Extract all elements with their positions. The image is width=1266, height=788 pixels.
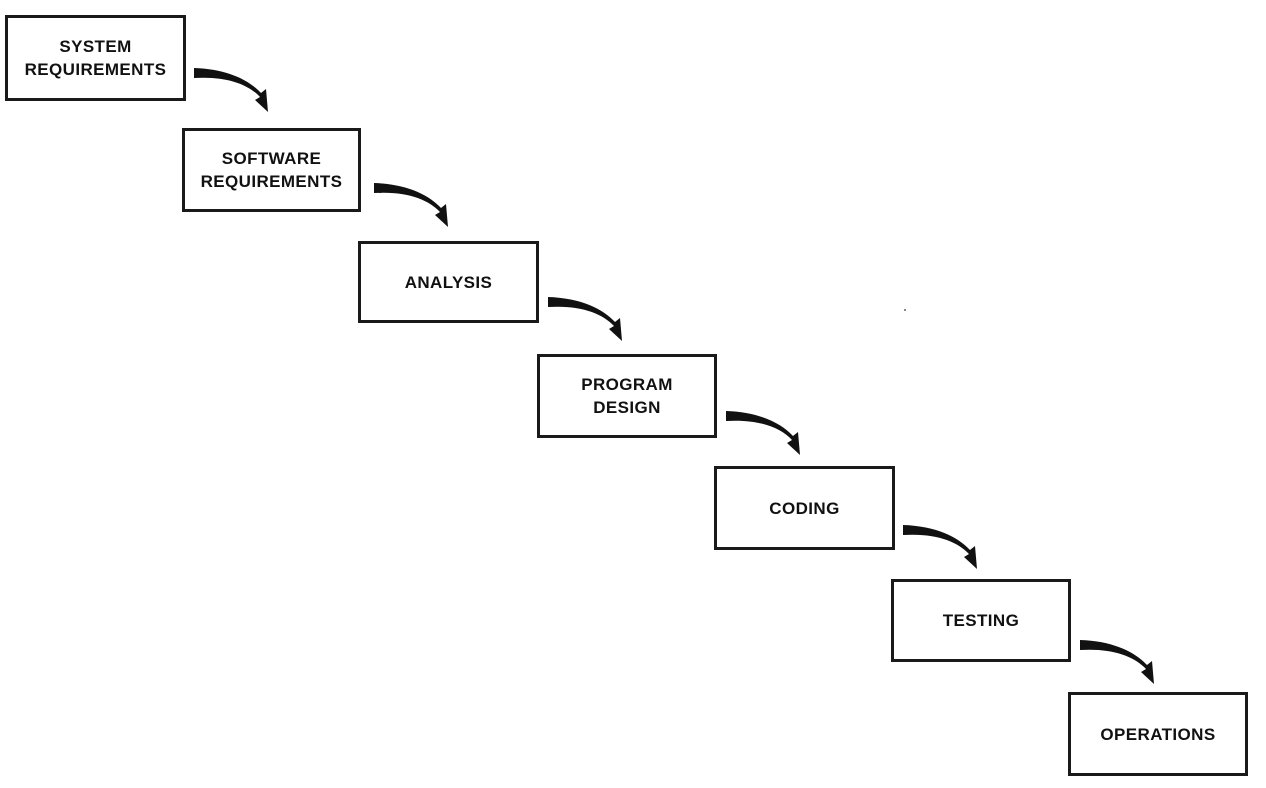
flow-arrow-icon (903, 525, 977, 569)
stage-label-line-1: CODING (769, 498, 840, 518)
stage-label-line-1: SOFTWARE (221, 149, 322, 168)
stage-label-line-1: TESTING (942, 611, 1020, 630)
flow-arrow-icon (548, 297, 622, 341)
flow-arrow-icon (194, 68, 268, 112)
flow-arrow-icon (1080, 640, 1154, 684)
stage-analysis: ANALYSIS (358, 241, 539, 323)
stage-label-line-2: REQUIREMENTS (24, 60, 167, 79)
stage-coding: CODING (714, 466, 895, 550)
stage-program-design: PROGRAM DESIGN (537, 354, 717, 438)
stage-label-line-1: PROGRAM (581, 375, 673, 394)
stage-label-line-1: ANALYSIS (404, 272, 493, 292)
stage-label-line-1: OPERATIONS (1100, 724, 1216, 744)
stage-system-requirements: SYSTEM REQUIREMENTS (5, 15, 186, 101)
flow-arrow-icon (726, 411, 800, 455)
scan-speck (904, 309, 906, 311)
stage-label-line-2: REQUIREMENTS (200, 172, 343, 191)
stage-testing: TESTING (891, 579, 1071, 662)
stage-label-line-1: SYSTEM (59, 37, 132, 56)
stage-software-requirements: SOFTWARE REQUIREMENTS (182, 128, 361, 212)
stage-label-line-2: DESIGN (593, 398, 661, 417)
stage-operations: OPERATIONS (1068, 692, 1248, 776)
flow-arrow-icon (374, 183, 448, 227)
